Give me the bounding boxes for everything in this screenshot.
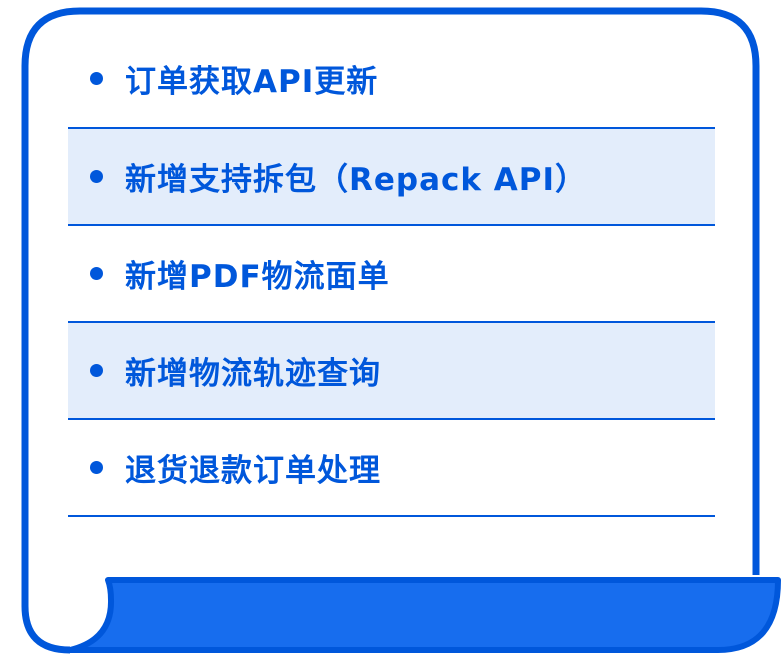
list-item-label: 新增PDF物流面单: [125, 259, 390, 295]
list-item-label: 退货退款订单处理: [125, 453, 381, 489]
list-item: 订单获取API更新: [68, 30, 715, 129]
bullet-icon: [90, 170, 103, 183]
list-item: 退货退款订单处理: [68, 420, 715, 517]
scroll-band: [67, 577, 781, 653]
list-item: 新增物流轨迹查询: [68, 323, 715, 420]
list-item: 新增支持拆包（Repack API）: [68, 129, 715, 226]
bullet-icon: [90, 267, 103, 280]
bullet-icon: [90, 72, 103, 85]
feature-list: 订单获取API更新 新增支持拆包（Repack API） 新增PDF物流面单 新…: [68, 30, 715, 517]
bullet-icon: [90, 461, 103, 474]
list-item-label: 新增支持拆包（Repack API）: [125, 162, 588, 198]
list-item: 新增PDF物流面单: [68, 226, 715, 323]
list-item-label: 新增物流轨迹查询: [125, 356, 381, 392]
list-item-label: 订单获取API更新: [125, 64, 379, 100]
bullet-icon: [90, 364, 103, 377]
